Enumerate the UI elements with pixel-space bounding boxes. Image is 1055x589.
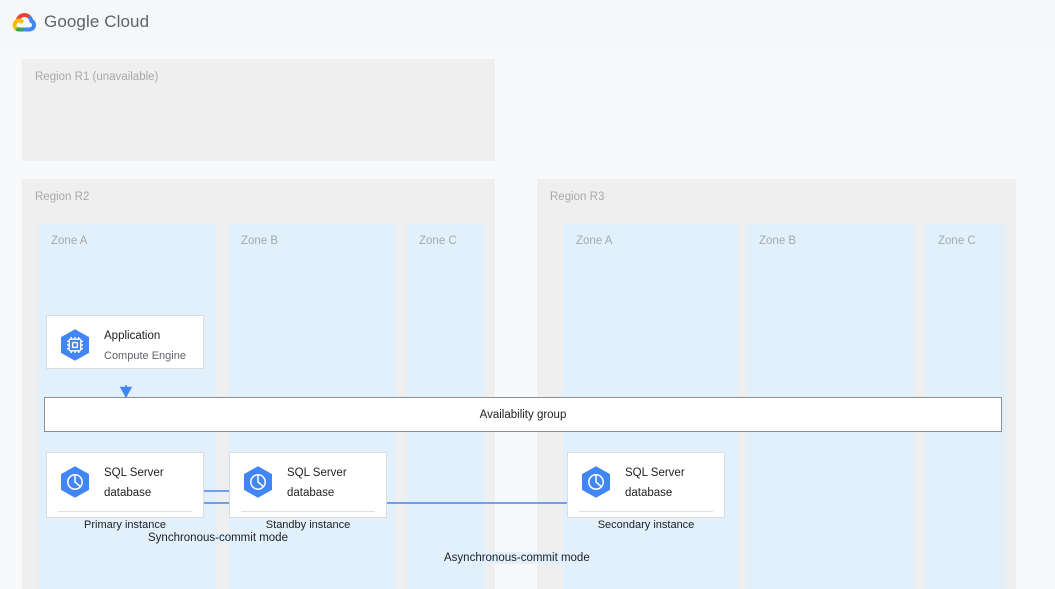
region-r1-label: Region R1 (unavailable) (35, 71, 159, 83)
region-r3-label: Region R3 (550, 191, 605, 203)
availability-group-bar: Availability group (44, 397, 1002, 432)
node-secondary-footer: Secondary instance (597, 519, 695, 531)
node-primary-title: SQL Server database (104, 467, 164, 499)
node-application-subtitle: Compute Engine (104, 350, 186, 362)
zone-r3-b-label: Zone B (759, 235, 797, 247)
node-application-title: Application (104, 330, 161, 342)
card-divider (241, 511, 375, 512)
sql-server-database-icon (239, 463, 277, 501)
node-primary-footer: Primary instance (84, 519, 166, 531)
sql-server-database-icon (577, 463, 615, 501)
zone-r2-b-label: Zone B (241, 235, 279, 247)
node-secondary-title: SQL Server database (625, 467, 685, 499)
card-divider (58, 511, 192, 512)
compute-engine-icon (56, 326, 94, 364)
sql-server-database-icon (56, 463, 94, 501)
node-standby-instance[interactable]: SQL Server database Standby instance (229, 452, 387, 531)
edge-label-synchronous-commit: Synchronous-commit mode (145, 532, 291, 544)
region-r1: Region R1 (unavailable) (22, 59, 495, 161)
node-secondary-instance[interactable]: SQL Server database Secondary instance (567, 452, 725, 531)
edge-label-asynchronous-commit: Asynchronous-commit mode (441, 552, 593, 564)
zone-r2-c-label: Zone C (419, 235, 457, 247)
zone-r2-a-label: Zone A (51, 235, 88, 247)
zone-r3-a-label: Zone A (576, 235, 613, 247)
card-divider (579, 511, 713, 512)
node-standby-footer: Standby instance (265, 519, 351, 531)
node-application[interactable]: Application Compute Engine (46, 315, 204, 369)
google-cloud-logo-icon (12, 11, 38, 35)
availability-group-label: Availability group (479, 408, 567, 421)
region-r2-label: Region R2 (35, 191, 90, 203)
zone-r3-c-label: Zone C (938, 235, 976, 247)
node-standby-title: SQL Server database (287, 467, 347, 499)
diagram-canvas: Region R1 (unavailable) Region R2 Region… (0, 47, 1055, 589)
node-primary-instance[interactable]: SQL Server database Primary instance (46, 452, 204, 531)
product-name: Google Cloud (44, 12, 150, 31)
page-header: Google Cloud (0, 0, 1055, 48)
